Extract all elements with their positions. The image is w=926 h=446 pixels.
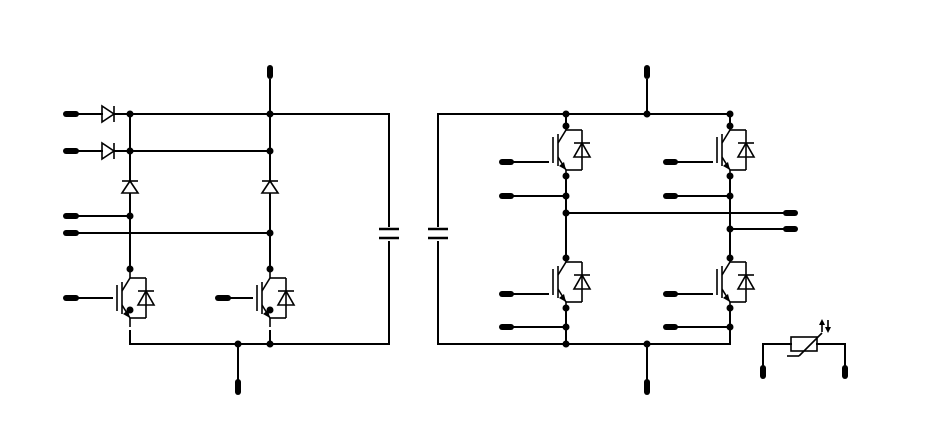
- inverter-igbt-bottom-left: [552, 253, 591, 312]
- ntc-thermistor: [760, 319, 848, 379]
- brake-igbt-right: [256, 269, 295, 328]
- inverter-igbt-top-left: [552, 121, 591, 180]
- dc-link-capacitor-right: [428, 227, 448, 240]
- input-diode-1: [101, 105, 115, 123]
- input-diode-2: [101, 142, 115, 160]
- inverter-section: [428, 65, 798, 395]
- column-diode-right: [261, 180, 279, 194]
- brake-igbt-left: [116, 269, 155, 328]
- dc-link-capacitor-left: [379, 227, 399, 240]
- inverter-igbt-bottom-right: [716, 253, 755, 312]
- column-diode-left: [121, 180, 139, 194]
- thermistor-body: [790, 336, 818, 352]
- inverter-igbt-top-right: [716, 121, 755, 180]
- rectifier-brake-section: [63, 65, 390, 395]
